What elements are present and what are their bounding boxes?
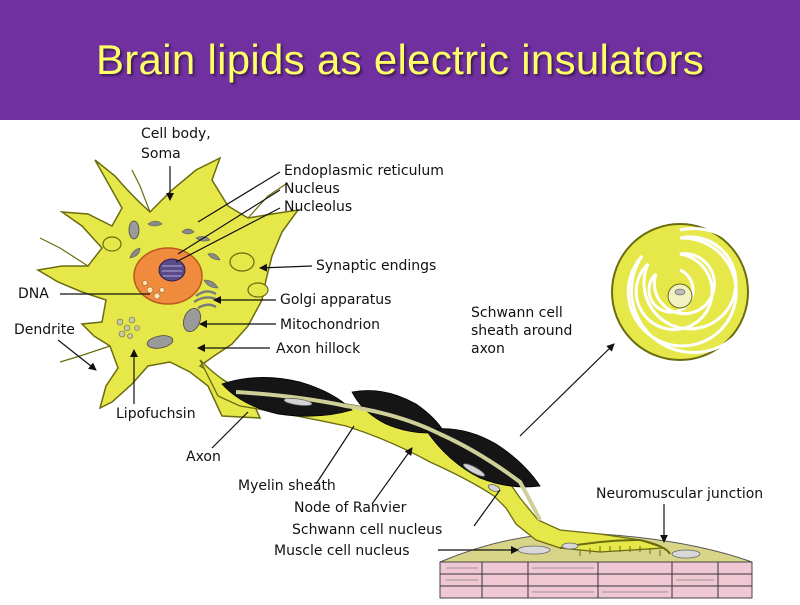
label-schwann-sheath-3: axon bbox=[471, 341, 505, 357]
label-muscle-cell-nucleus: Muscle cell nucleus bbox=[274, 543, 410, 559]
title-bar: Brain lipids as electric insulators bbox=[0, 0, 800, 120]
label-endoplasmic-reticulum: Endoplasmic reticulum bbox=[284, 163, 444, 179]
label-mitochondrion: Mitochondrion bbox=[280, 317, 380, 333]
label-nucleolus: Nucleolus bbox=[284, 199, 352, 215]
label-dendrite: Dendrite bbox=[14, 322, 75, 338]
label-axon-hillock: Axon hillock bbox=[276, 341, 361, 357]
label-neuromuscular-junction: Neuromuscular junction bbox=[596, 486, 763, 502]
lipofuchsin-granules bbox=[116, 316, 140, 339]
axon-core bbox=[235, 390, 542, 521]
neuron-diagram: Cell body, Soma Endoplasmic reticulum Nu… bbox=[0, 120, 800, 600]
label-soma: Soma bbox=[141, 146, 181, 162]
neuromuscular-junction bbox=[559, 538, 671, 556]
mitochondria bbox=[128, 220, 201, 349]
schwann-nuclei bbox=[283, 398, 501, 492]
label-nucleus: Nucleus bbox=[284, 181, 340, 197]
label-golgi-apparatus: Golgi apparatus bbox=[280, 292, 391, 308]
muscle-nuclei bbox=[517, 542, 701, 559]
label-schwann-sheath-1: Schwann cell bbox=[471, 305, 563, 321]
label-lipofuchsin: Lipofuchsin bbox=[116, 406, 196, 422]
label-schwann-sheath-2: sheath around bbox=[471, 323, 572, 339]
label-myelin-sheath: Myelin sheath bbox=[238, 478, 336, 494]
pointer-lines bbox=[57, 166, 668, 554]
label-dna: DNA bbox=[18, 286, 49, 302]
label-schwann-cell-nucleus: Schwann cell nucleus bbox=[292, 522, 442, 538]
myelin-cross-section bbox=[611, 223, 757, 361]
label-axon: Axon bbox=[186, 449, 221, 465]
nucleus bbox=[133, 247, 203, 305]
label-synaptic-endings: Synaptic endings bbox=[316, 258, 436, 274]
slide-title: Brain lipids as electric insulators bbox=[95, 36, 705, 83]
synaptic-endings bbox=[102, 236, 269, 298]
label-cell-body: Cell body, bbox=[141, 126, 211, 142]
label-node-of-ranvier: Node of Ranvier bbox=[294, 500, 407, 516]
